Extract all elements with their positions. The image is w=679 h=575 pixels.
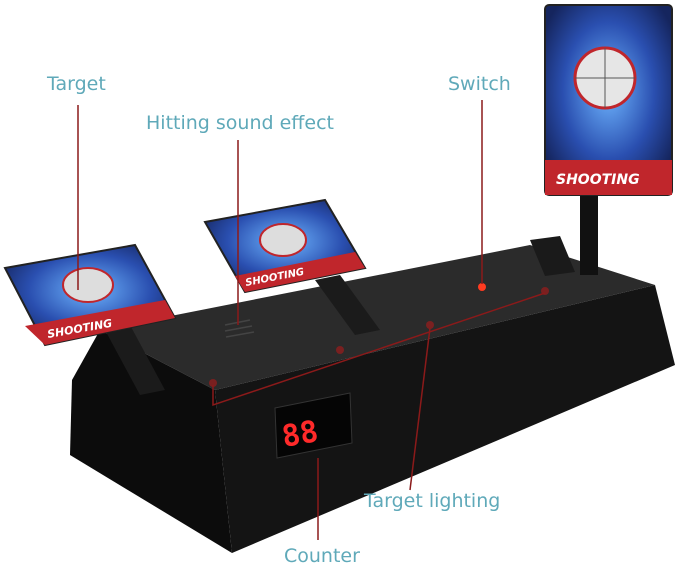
counter-display: 88 bbox=[274, 392, 353, 459]
left-target-post bbox=[105, 325, 165, 395]
base-unit bbox=[70, 236, 675, 553]
right-target: SHOOTING bbox=[544, 4, 673, 196]
label-target-lighting: Target lighting bbox=[364, 490, 501, 512]
middle-target: SHOOTING bbox=[203, 198, 367, 294]
label-hitting-sound-effect: Hitting sound effect bbox=[146, 112, 334, 134]
left-target: SHOOTING bbox=[3, 243, 177, 347]
label-counter: Counter bbox=[284, 545, 360, 567]
counter-digits: 88 bbox=[279, 414, 321, 455]
middle-target-post bbox=[315, 275, 380, 335]
label-switch: Switch bbox=[448, 73, 511, 95]
switch bbox=[478, 283, 486, 291]
target-light bbox=[336, 346, 344, 354]
target-light bbox=[426, 321, 434, 329]
label-target: Target bbox=[47, 73, 106, 95]
right-target-text: SHOOTING bbox=[556, 172, 640, 188]
leader-lines bbox=[77, 100, 546, 540]
right-target-post bbox=[580, 185, 598, 275]
target-light bbox=[209, 379, 217, 387]
